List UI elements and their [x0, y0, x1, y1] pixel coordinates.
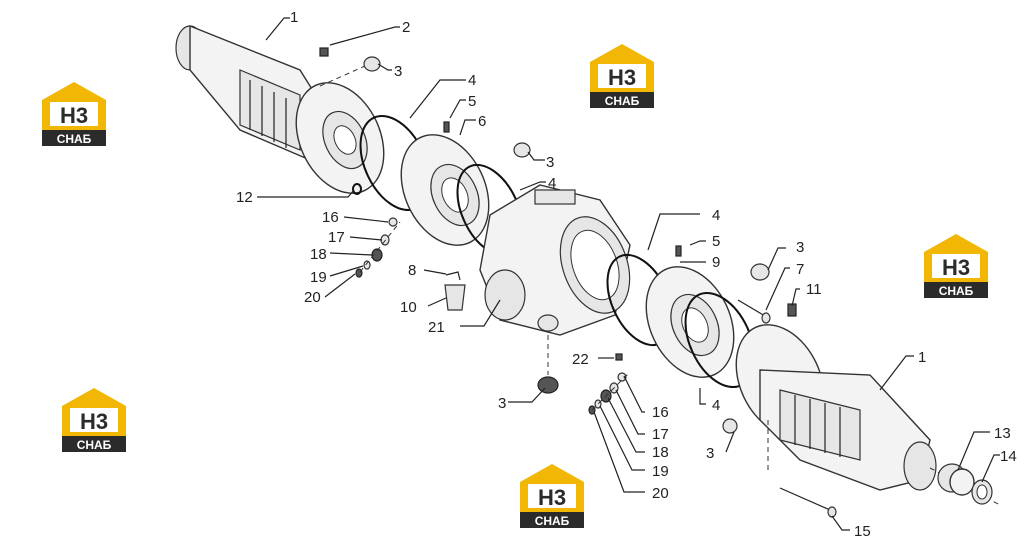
- watermark-logo-left-top: H3 CHAБ: [42, 82, 106, 146]
- callout-17: 17: [652, 426, 669, 443]
- callout-4: 4: [548, 175, 556, 192]
- seal-14: [971, 479, 993, 505]
- callout-3: 3: [546, 154, 554, 171]
- center-differential-housing: [479, 184, 631, 336]
- plug-2: [319, 47, 329, 57]
- logo-bottom-text: CHAБ: [939, 284, 974, 298]
- plug-3-e: [722, 418, 738, 434]
- plug-3-c: [537, 376, 559, 394]
- valve-stack-left: [355, 217, 398, 278]
- callout-3: 3: [796, 239, 804, 256]
- callout-4: 4: [712, 207, 720, 224]
- logo-top-text: H3: [608, 65, 636, 90]
- logo-top-text: H3: [80, 409, 108, 434]
- callout-labels: 1 2 3 4 5 6 3 4 12 16 17 18 19 20 8 10 2…: [236, 9, 1017, 540]
- leader-lines: [257, 17, 1000, 531]
- callout-3: 3: [394, 63, 402, 80]
- clip-8: [445, 271, 461, 281]
- callout-1-right: 1: [918, 349, 926, 366]
- logo-bottom-text: CHAБ: [77, 438, 112, 452]
- callout-4: 4: [712, 397, 720, 414]
- callout-18: 18: [652, 444, 669, 461]
- watermark-logo-bottom-center: H3 CHAБ: [520, 464, 584, 528]
- callout-2: 2: [402, 19, 410, 36]
- callout-4: 4: [468, 72, 476, 89]
- watermark-logo-left-bottom: H3 CHAБ: [62, 388, 126, 452]
- callout-17: 17: [328, 229, 345, 246]
- callout-18: 18: [310, 246, 327, 263]
- callout-6: 6: [478, 113, 486, 130]
- callout-14: 14: [1000, 448, 1017, 465]
- callout-19: 19: [310, 269, 327, 286]
- callout-8: 8: [408, 262, 416, 279]
- left-axle-housing: [175, 24, 385, 194]
- right-axle-housing: [735, 324, 937, 491]
- logo-bottom-text: CHAБ: [57, 132, 92, 146]
- callout-10: 10: [400, 299, 417, 316]
- bolt-22: [615, 353, 623, 361]
- bolt-5-a: [443, 121, 450, 133]
- callout-16: 16: [322, 209, 339, 226]
- carrier-ring-9: [645, 266, 735, 378]
- bolt-15: [779, 487, 837, 518]
- callout-20: 20: [652, 485, 669, 502]
- bushing-13: [937, 463, 975, 496]
- callout-1-left: 1: [290, 9, 298, 26]
- callout-13: 13: [994, 425, 1011, 442]
- watermark-logo-top-center: H3 CHAБ: [590, 44, 654, 108]
- callout-3: 3: [498, 395, 506, 412]
- callout-15: 15: [854, 523, 871, 540]
- washer-12: [352, 183, 362, 195]
- callout-20: 20: [304, 289, 321, 306]
- callout-5: 5: [712, 233, 720, 250]
- carrier-ring-6: [400, 134, 490, 246]
- plug-3-d: [750, 263, 770, 281]
- bracket-10: [444, 284, 466, 311]
- callout-19: 19: [652, 463, 669, 480]
- callout-12: 12: [236, 189, 253, 206]
- callout-7: 7: [796, 261, 804, 278]
- callout-21: 21: [428, 319, 445, 336]
- callout-3: 3: [706, 445, 714, 462]
- callout-16: 16: [652, 404, 669, 421]
- logo-bottom-text: CHAБ: [605, 94, 640, 108]
- watermark-logo-right: H3 CHAБ: [924, 234, 988, 298]
- plug-3-a: [363, 56, 381, 72]
- logo-top-text: H3: [60, 103, 88, 128]
- callout-9: 9: [712, 254, 720, 271]
- callout-11: 11: [806, 281, 822, 298]
- bolt-5-b: [675, 245, 682, 257]
- plug-3-b: [513, 142, 531, 158]
- bolt-7: [737, 299, 771, 324]
- logo-top-text: H3: [942, 255, 970, 280]
- callout-22: 22: [572, 351, 589, 368]
- callout-5: 5: [468, 93, 476, 110]
- logo-top-text: H3: [538, 485, 566, 510]
- logo-bottom-text: CHAБ: [535, 514, 570, 528]
